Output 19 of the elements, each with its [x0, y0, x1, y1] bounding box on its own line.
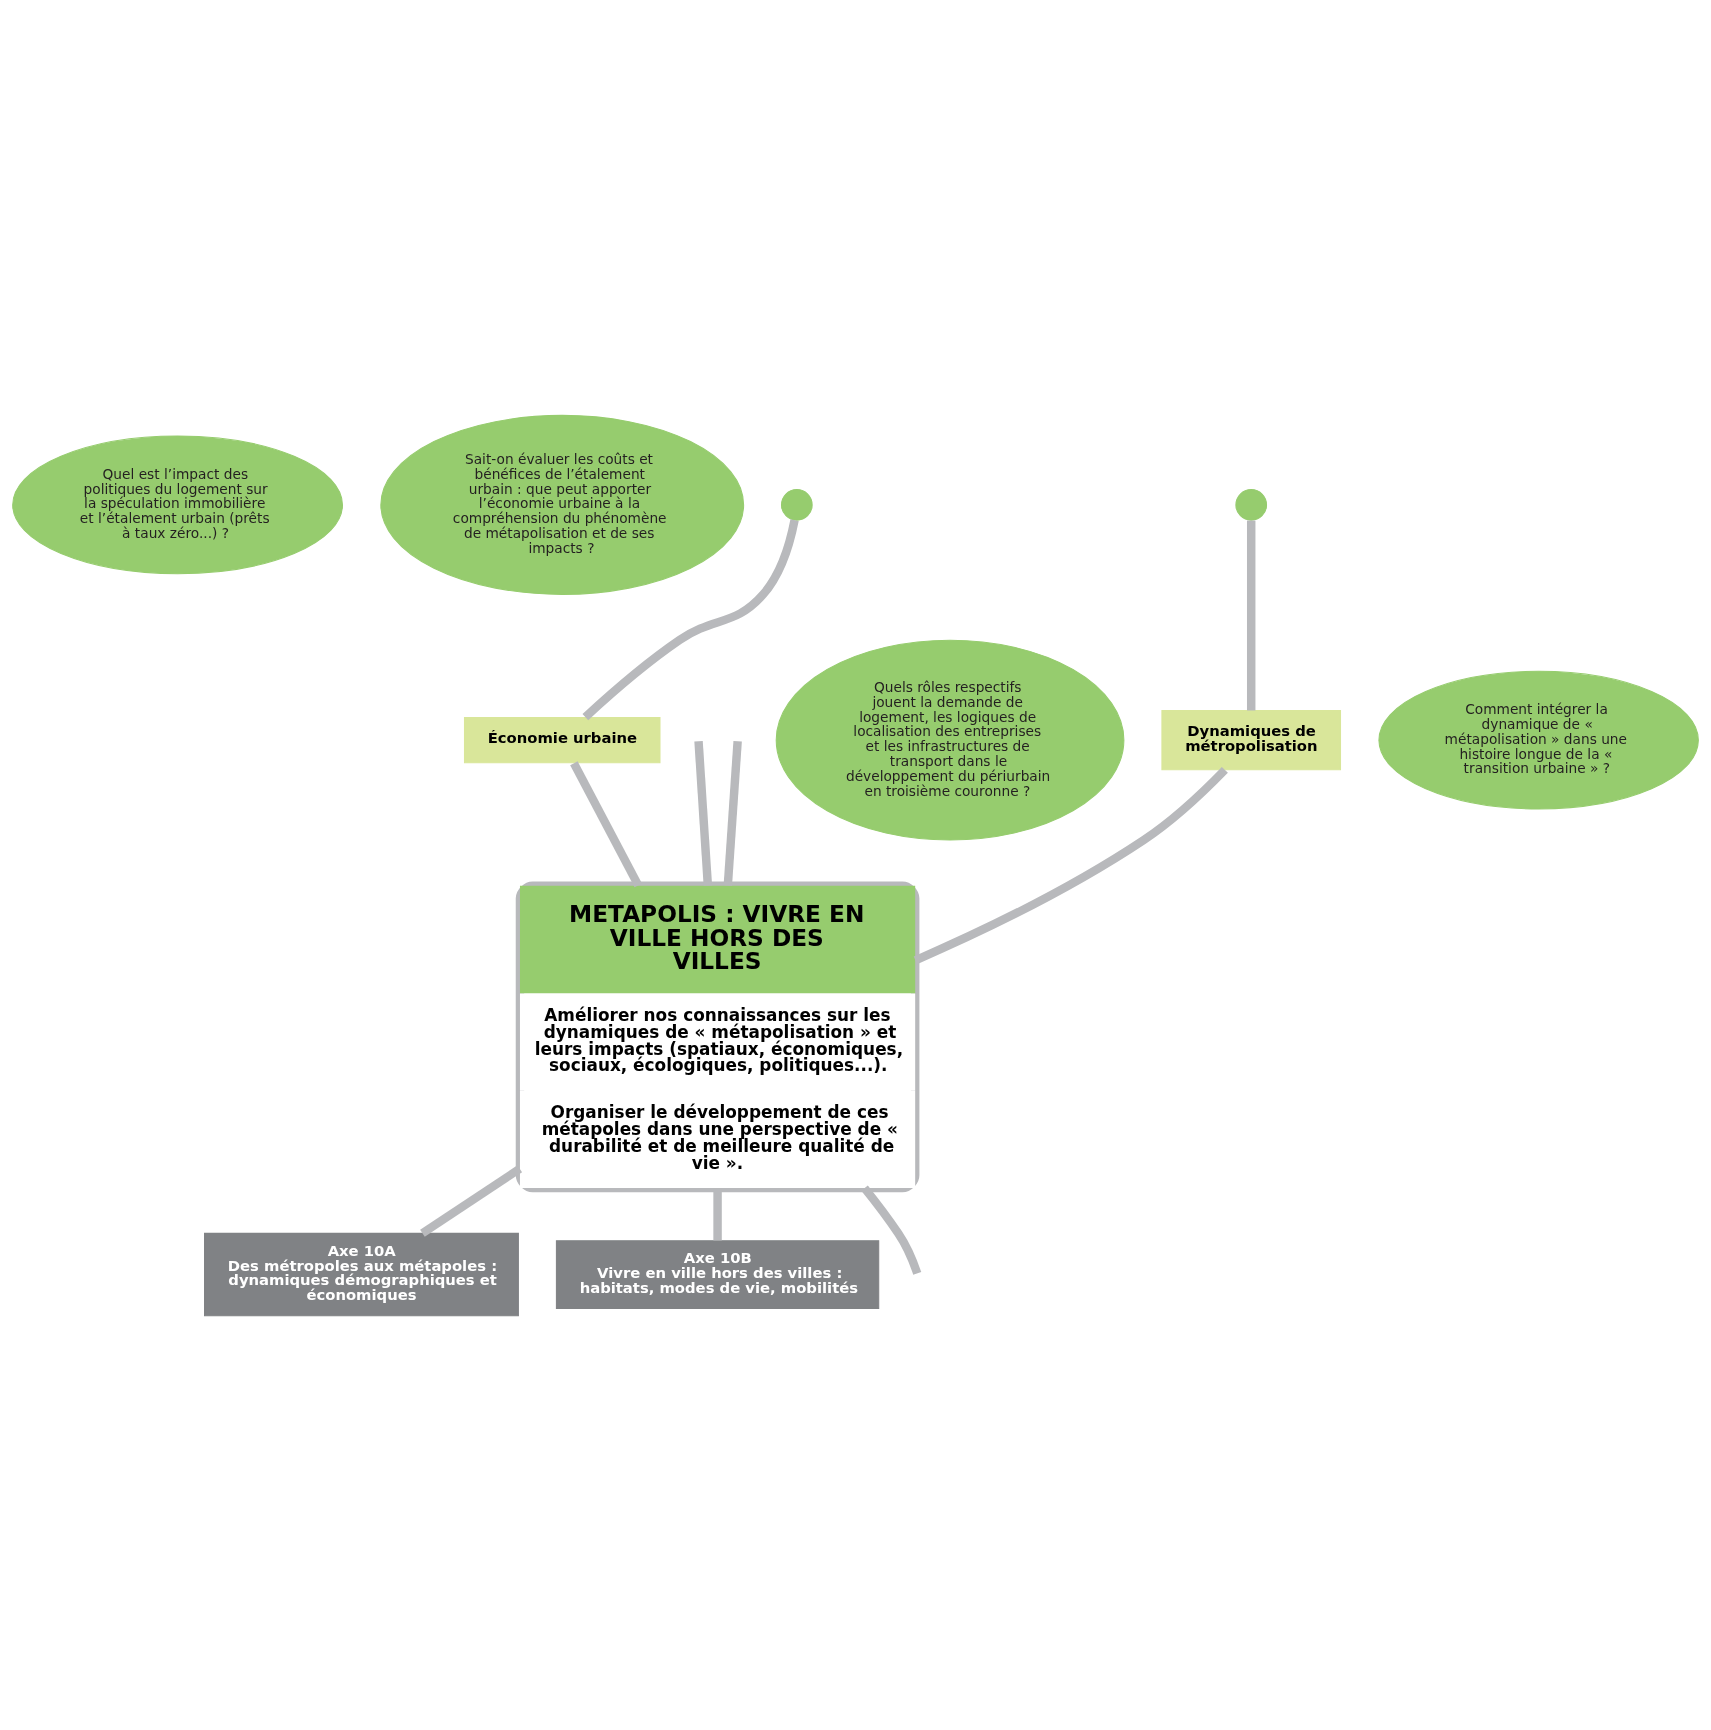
connector [694, 740, 713, 886]
connector [420, 1164, 523, 1237]
connector [570, 760, 642, 887]
node-ellipse: Comment intégrer la dynamique de « métapolisation » dans une histoire longue de la « transition urbaine » ? [1378, 670, 1699, 809]
node-circle [1235, 488, 1268, 521]
connector [1247, 520, 1256, 711]
node-ellipse: Quel est l’impact des politiques du logement sur la spéculation immobilière et l’étalement urbain (prêts à taux zéro...) ? [12, 435, 343, 574]
connector [913, 766, 1228, 964]
connector [723, 740, 742, 886]
node-ellipse: Sait-on évaluer les coûts et bénéfices de l’étalement urbain : que peut apporter l’économie urbaine à la compréhension du phénomène de métapolisation et de ses impacts ? [380, 414, 745, 595]
node-box: METAPOLIS : VIVRE EN VILLE HORS DES VILLES Améliorer nos connaissances sur les dynamiques de « métapolisation » et leurs impacts (spatiaux, économiques, sociaux, écologiques, politiques...). Organiser le développement de ces métapoles dans une perspective de « durabilité et de meilleure qualité de vie ». [515, 880, 920, 1192]
connector [582, 518, 799, 720]
node-box: Axe 10A Des métropoles aux métapoles : dynamiques démographiques et économiques [204, 1232, 519, 1316]
node-box: Dynamiques de métropolisation [1161, 709, 1342, 770]
node-box: Axe 10B Vivre en ville hors des villes : habitats, modes de vie, mobilités [555, 1239, 880, 1309]
node-ellipse: Quels rôles respectifs jouent la demande de logement, les logiques de localisation des entreprises et les infrastructures de transport dans le développement du périurbain en troisième couronne ? [775, 639, 1125, 841]
connector [861, 1184, 922, 1275]
node-circle [780, 488, 813, 521]
node-box: Économie urbaine [463, 716, 661, 763]
